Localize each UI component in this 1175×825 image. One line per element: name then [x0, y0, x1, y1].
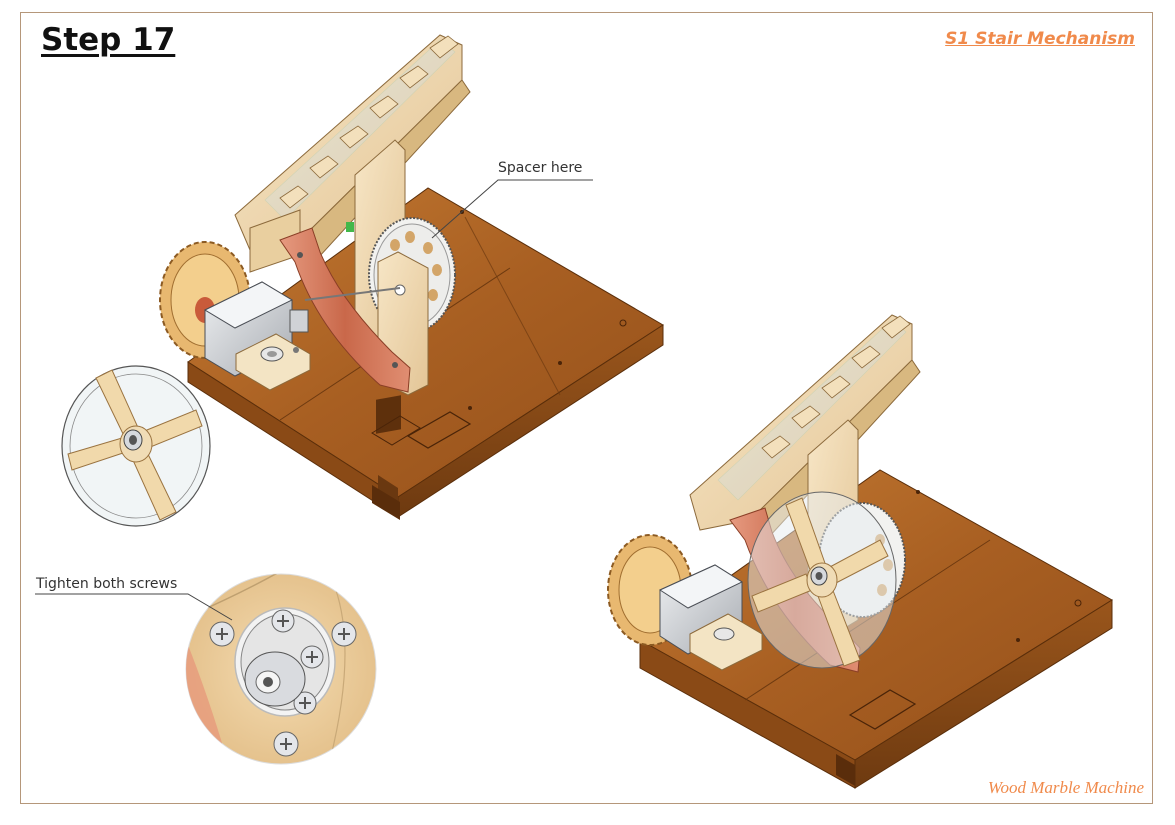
- right-assembly: [607, 314, 1113, 789]
- spoked-wheel: [747, 491, 897, 669]
- hub: [244, 651, 306, 707]
- motor-mount: [235, 333, 311, 391]
- screw: [331, 621, 357, 647]
- screw: [271, 609, 295, 633]
- screw: [293, 691, 317, 715]
- spoked-wheel: [61, 365, 211, 527]
- left-assembly: [61, 34, 664, 527]
- motor-mount: [689, 613, 763, 671]
- screw: [273, 731, 299, 757]
- footer-brand: Wood Marble Machine: [987, 778, 1144, 797]
- screw: [300, 645, 324, 669]
- step-title: Step 17: [41, 22, 176, 58]
- page-frame: [20, 12, 1153, 804]
- detail-zoom: [185, 573, 377, 765]
- spacer-callout: Spacer here: [498, 160, 583, 176]
- tighten-callout: Tighten both screws: [36, 576, 178, 592]
- tighten-leader-line: [35, 593, 233, 621]
- section-title: S1 Stair Mechanism: [945, 29, 1135, 49]
- screw: [209, 621, 235, 647]
- hub: [123, 429, 143, 451]
- hub: [810, 566, 828, 586]
- spacer-leader-line: [431, 179, 593, 239]
- copper-arm: [279, 227, 411, 393]
